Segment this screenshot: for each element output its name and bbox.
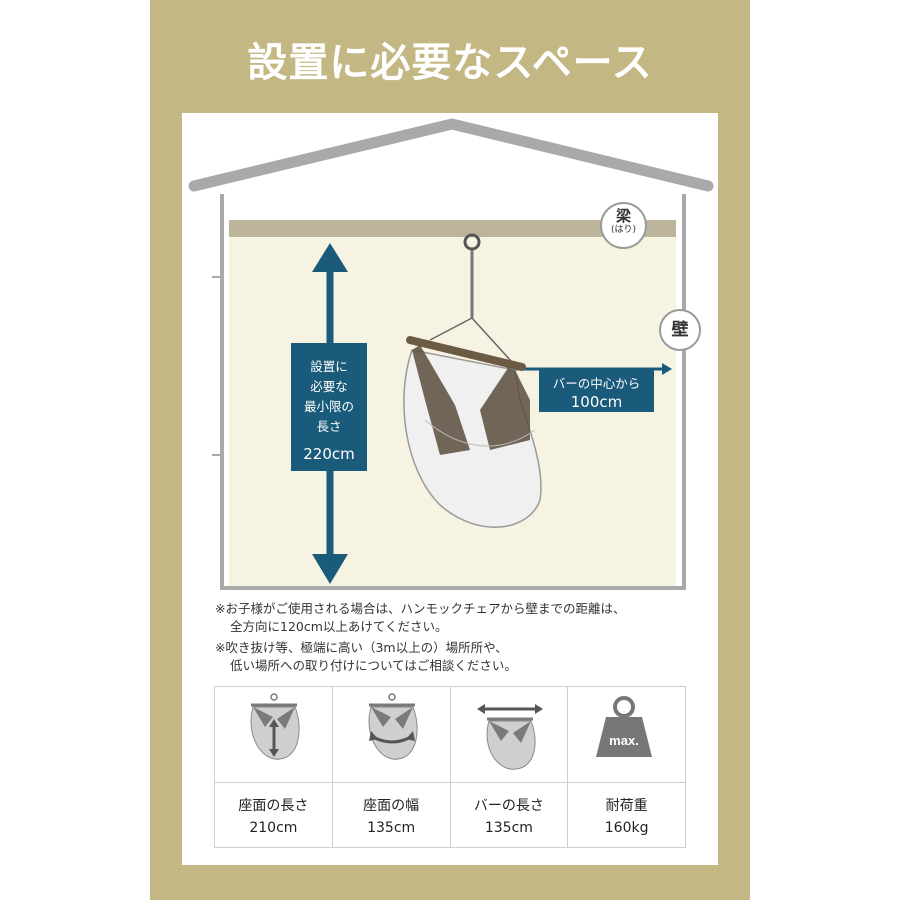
spec-label: 座面の長さ	[238, 798, 309, 814]
note-line: ※吹き抜け等、極端に高い（3m以上の）場所所や、	[215, 640, 508, 655]
spec-label: 耐荷重	[605, 798, 648, 814]
spec-bar-length: バーの長さ 135cm	[450, 687, 569, 847]
beam-label: 梁	[615, 207, 631, 225]
ceiling-beam	[229, 220, 676, 237]
seat-width-icon	[332, 693, 450, 783]
weight-text: max.	[609, 733, 639, 748]
hammock-chair-illustration	[403, 233, 542, 528]
spec-value: 210cm	[249, 820, 298, 836]
bar-length-icon	[450, 704, 568, 783]
wall-label: 壁	[671, 320, 689, 340]
note-line: ※お子様がご使用される場合は、ハンモックチェアから壁までの距離は、	[215, 601, 626, 616]
seat-length-icon	[215, 693, 332, 783]
spec-seat-length: 座面の長さ 210cm	[215, 687, 333, 847]
notes: ※お子様がご使用される場合は、ハンモックチェアから壁までの距離は、 全方向に12…	[215, 600, 705, 675]
required-length-value: 220cm	[303, 445, 355, 463]
max-weight-icon: max.	[568, 696, 685, 783]
note-line: 低い場所への取り付けについてはご相談ください。	[230, 658, 517, 673]
spec-table: 座面の長さ 210cm 座面の幅 135cm バーの長さ 135cm	[214, 686, 686, 848]
spec-label: バーの長さ	[473, 798, 544, 814]
spec-value: 135cm	[484, 820, 533, 836]
note-line: 全方向に120cm以上あけてください。	[230, 619, 448, 634]
spec-label: 座面の幅	[363, 798, 420, 814]
spec-max-load: max. 耐荷重 160kg	[568, 687, 685, 847]
spec-seat-width: 座面の幅 135cm	[332, 687, 451, 847]
beam-reading: (はり)	[610, 225, 637, 235]
required-length-label: 設置に 必要な 最小限の 長さ 220cm	[291, 343, 367, 471]
page-title: 設置に必要なスペース	[247, 40, 653, 86]
spec-value: 160kg	[604, 820, 649, 836]
roof	[188, 118, 714, 192]
label-line: 最小限の	[303, 399, 354, 414]
label-line: 長さ	[316, 419, 342, 434]
spec-value: 135cm	[367, 820, 416, 836]
wall-tag: 壁	[659, 309, 701, 351]
label-line: 設置に	[310, 359, 348, 374]
house-walls	[220, 194, 686, 590]
wall-distance-label: バーの中心から 100cm	[539, 368, 654, 412]
wall-distance-text: バーの中心から	[552, 376, 641, 391]
wall-distance-value: 100cm	[570, 393, 623, 411]
beam-tag: 梁 (はり)	[600, 202, 647, 249]
label-line: 必要な	[310, 379, 348, 394]
